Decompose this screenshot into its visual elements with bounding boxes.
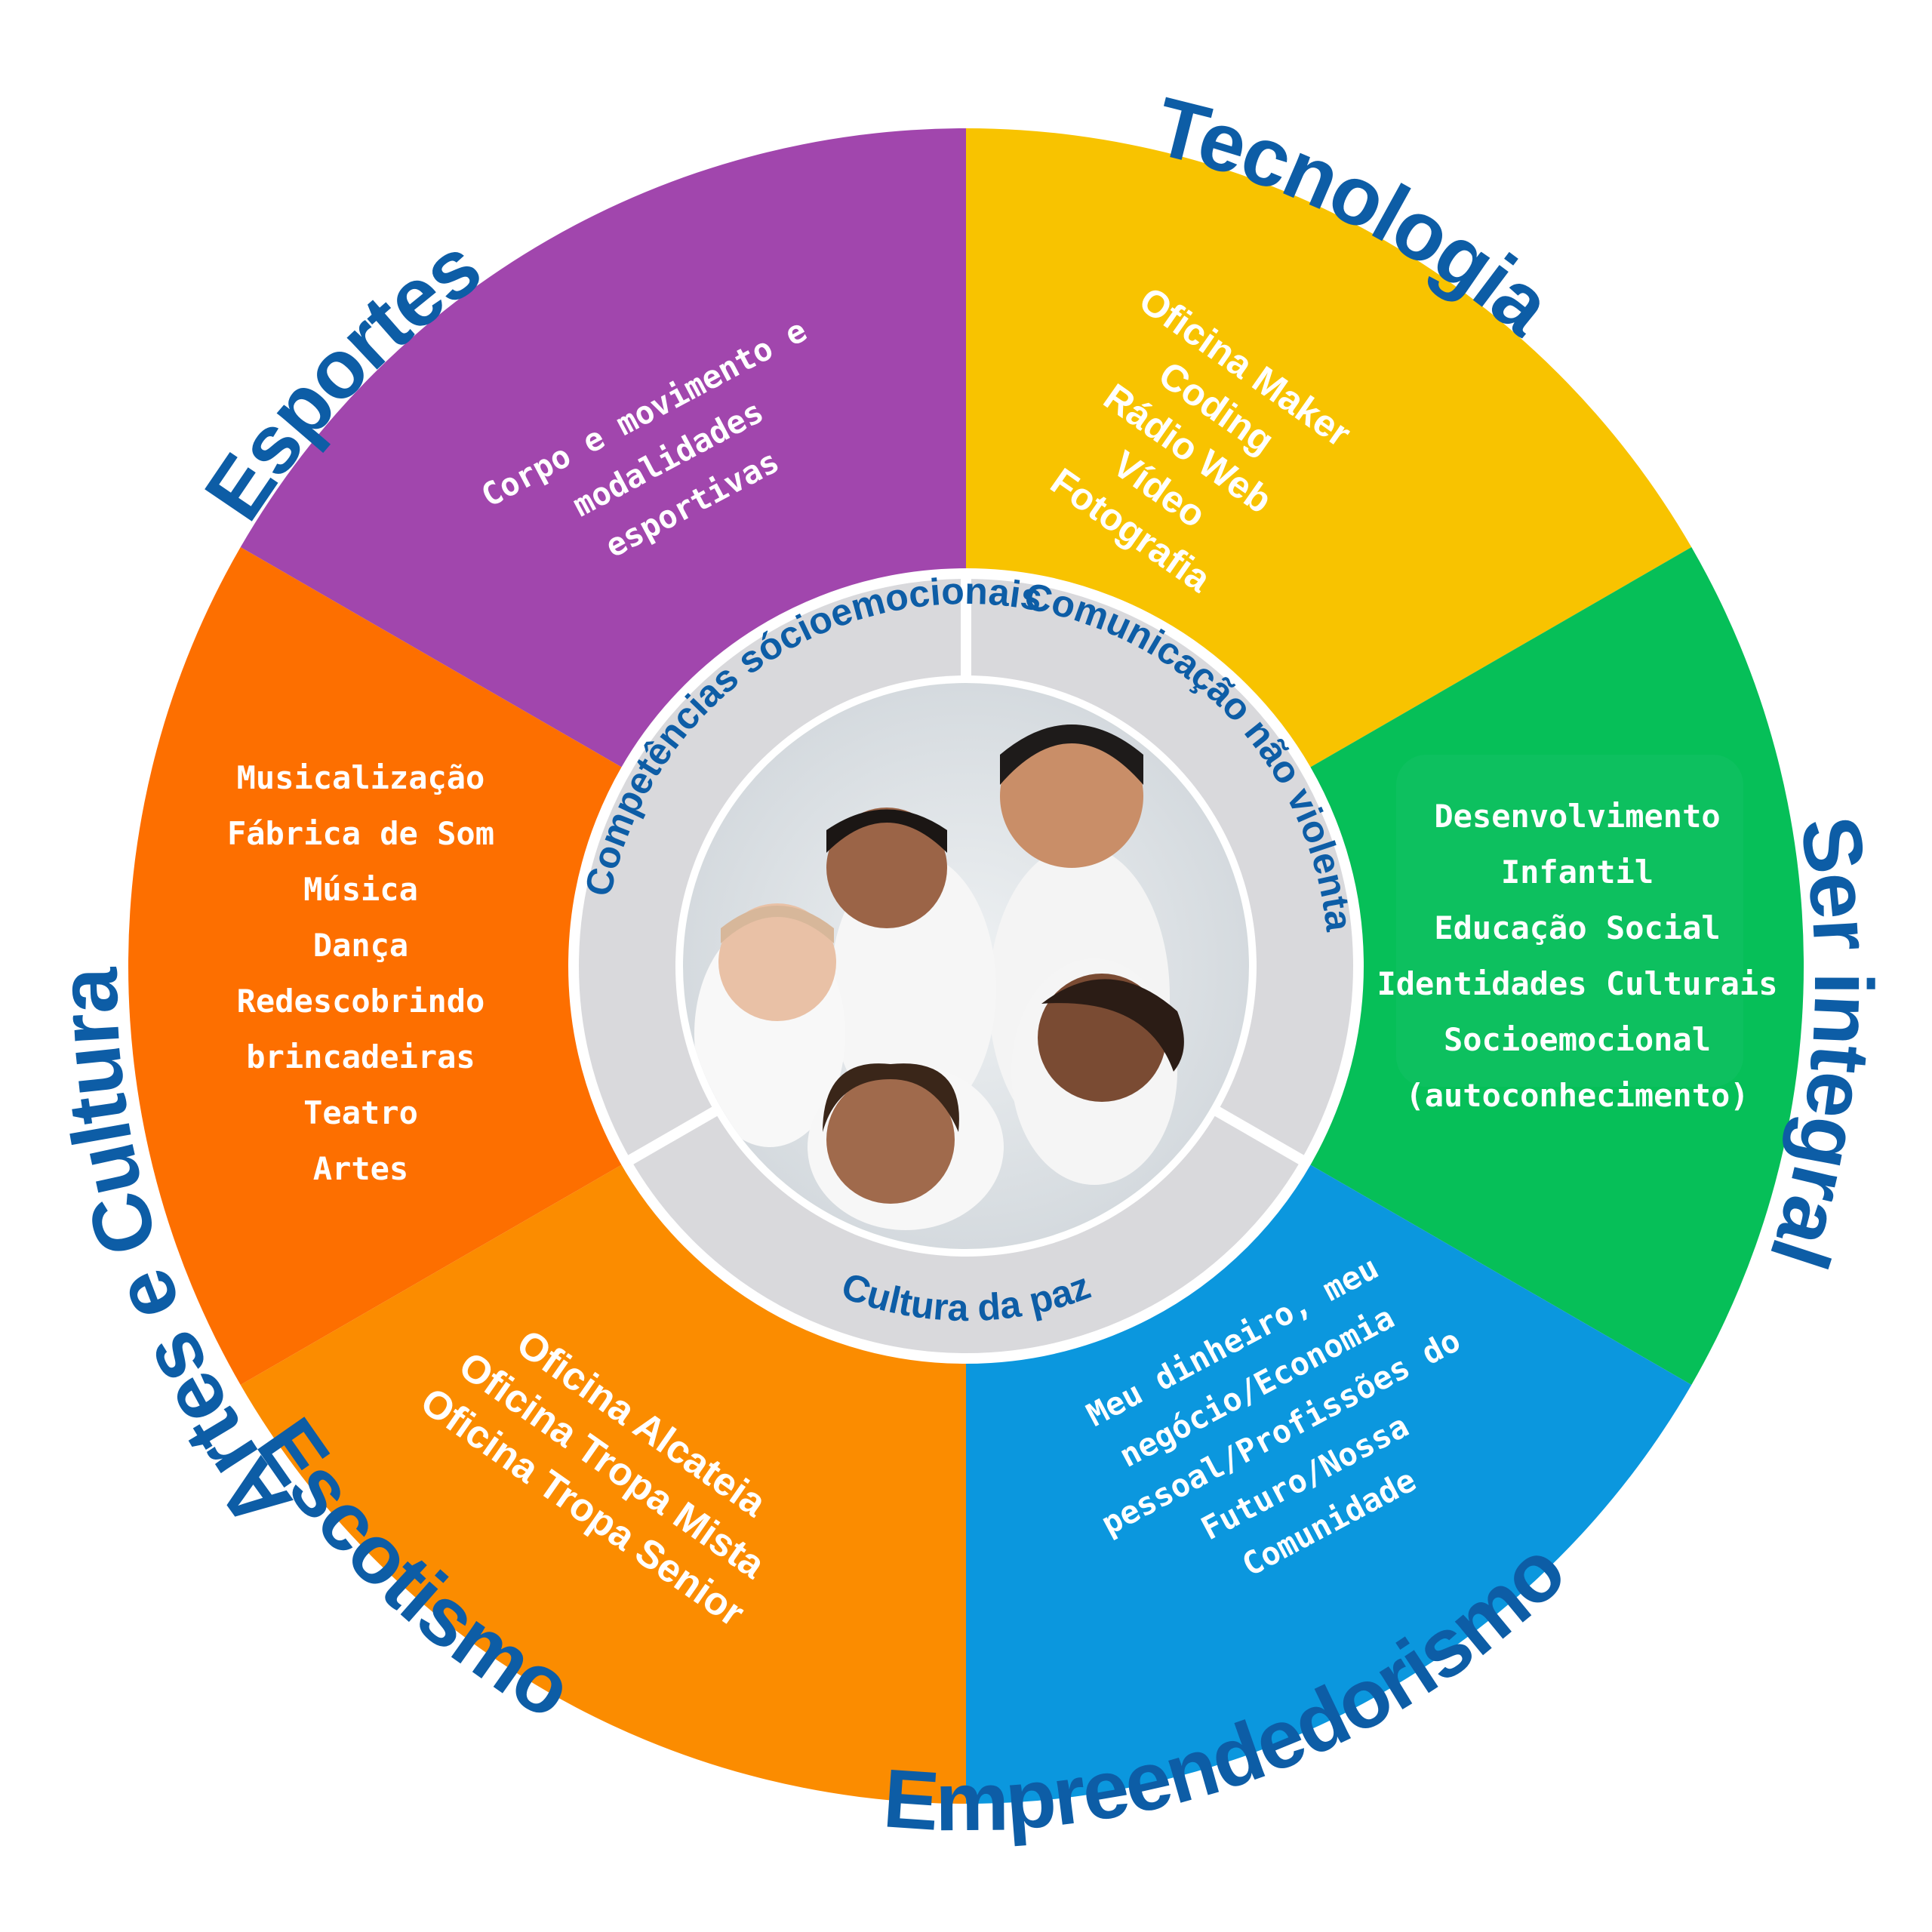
artes-line: Redescobrindo [237,983,485,1020]
artes-line: Fábrica de Som [227,815,494,852]
child-figure [826,808,996,1124]
ring-divider-right [1208,1103,1309,1168]
ser-integral-line: Infantil [1501,854,1654,891]
artes-line: Musicalização [237,759,485,796]
ser-integral-line: Identidades Culturais [1377,965,1777,1002]
ser-integral-content: Desenvolvimento Infantil Educação Social… [1377,755,1778,1114]
segment-ser-integral [966,547,1804,1385]
segment-artes-cultura [128,547,966,1385]
ser-integral-line: Educação Social [1434,909,1720,946]
ser-integral-line: (autoconhecimento) [1405,1077,1749,1114]
child-figure [808,1063,1004,1230]
ser-integral-line: Desenvolvimento [1434,798,1720,835]
artes-line: brincadeiras [246,1038,475,1075]
child-figure [694,903,845,1147]
child-figure [1011,958,1184,1185]
artes-line: Dança [313,927,408,964]
ser-integral-line: Socioemocional [1444,1021,1711,1058]
ring-divider-left [623,1103,724,1168]
artes-line: Artes [313,1150,408,1187]
artes-line: Teatro [303,1094,418,1131]
artes-line: Música [303,871,418,908]
artes-cultura-content: Musicalização Fábrica de Som Música Danç… [227,759,494,1187]
ser-integral-box [1396,755,1743,1087]
children-photo [683,683,1249,1249]
